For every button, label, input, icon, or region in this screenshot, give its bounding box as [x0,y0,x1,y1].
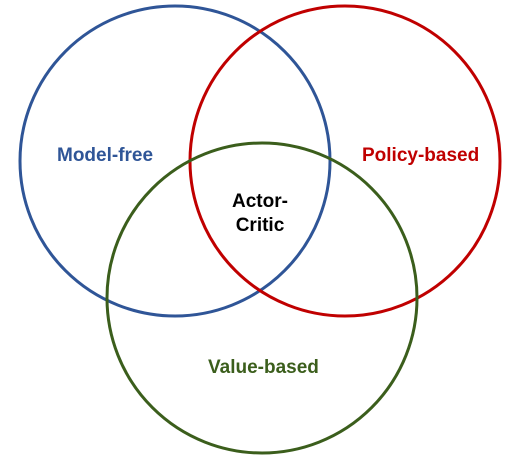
actor-critic-line-1: Actor- [232,191,288,212]
model-free-circle [18,4,332,318]
actor-critic-line-2: Critic [235,215,285,236]
model-free-label: Model-free [57,145,154,166]
value-based-circle [105,141,419,455]
policy-based-label: Policy-based [362,145,480,166]
value-based-label: Value-based [208,357,319,378]
actor-critic-label: Actor- Critic [218,190,302,238]
